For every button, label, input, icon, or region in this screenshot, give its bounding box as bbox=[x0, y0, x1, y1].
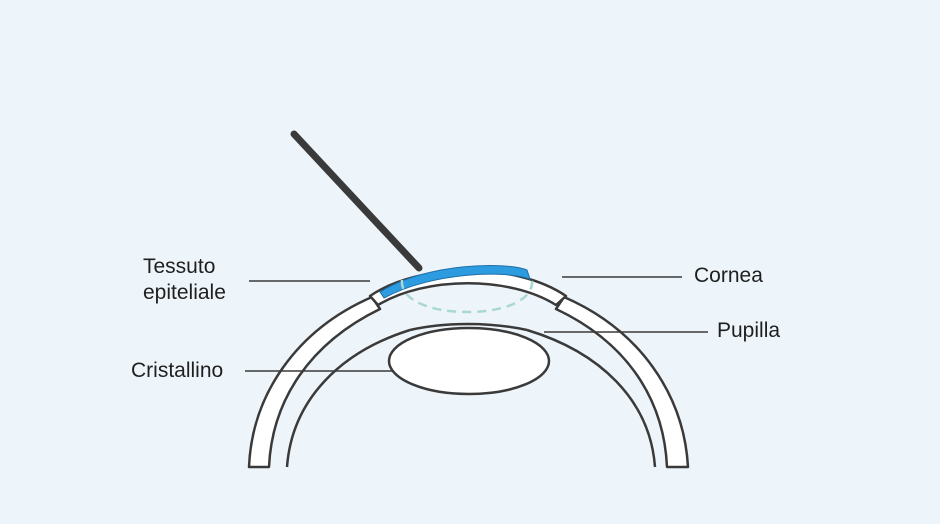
label-epithelial-line1: Tessuto bbox=[143, 255, 216, 278]
epithelium-layer bbox=[379, 265, 531, 299]
lens-shape bbox=[387, 326, 551, 396]
label-epithelial-tissue: Tessuto epiteliale bbox=[143, 254, 226, 306]
label-epithelial-line2: epiteliale bbox=[143, 281, 226, 304]
iris-line bbox=[409, 322, 528, 332]
label-lens: Cristallino bbox=[131, 359, 224, 382]
label-pupil: Pupilla bbox=[717, 319, 781, 342]
instrument-spatula bbox=[290, 130, 423, 272]
dashed-treatment-zone bbox=[400, 279, 534, 314]
label-cornea: Cornea bbox=[694, 264, 763, 287]
inner-wall-line bbox=[285, 328, 657, 468]
